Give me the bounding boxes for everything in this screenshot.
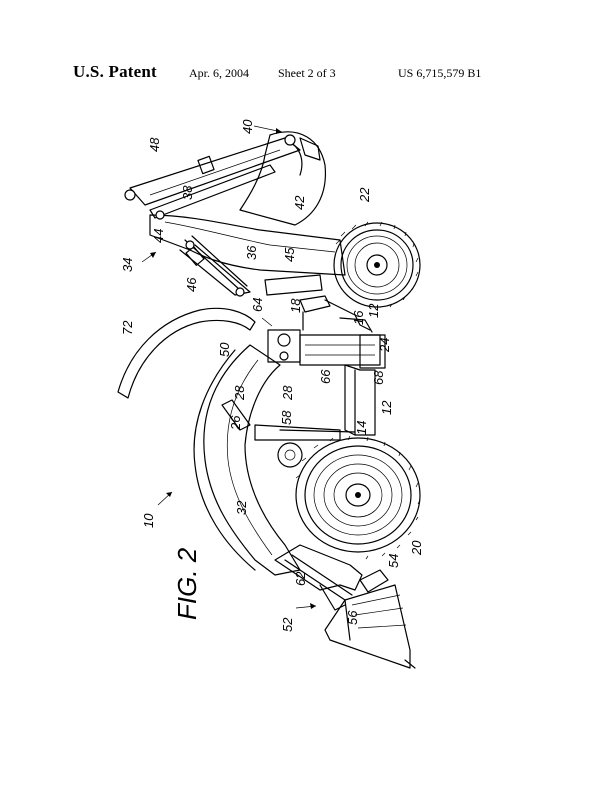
ref-68: 68	[371, 370, 386, 385]
figure-title: FIG. 2	[172, 547, 202, 620]
ref-14: 14	[354, 421, 369, 435]
ref-50: 50	[217, 342, 232, 357]
tire-upper	[334, 222, 420, 307]
ref-12b: 12	[379, 400, 394, 415]
ref-24: 24	[377, 338, 392, 353]
ref-12a: 12	[366, 303, 381, 318]
ref-64: 64	[250, 298, 265, 312]
ref-10: 10	[141, 513, 156, 528]
hose-72	[118, 308, 255, 398]
ref-18: 18	[288, 298, 303, 313]
ref-32: 32	[234, 500, 249, 515]
ref-40: 40	[240, 119, 255, 134]
ref-26: 26	[228, 415, 243, 431]
ref-38: 38	[180, 185, 195, 200]
ref-28b: 28	[232, 385, 247, 401]
ref-28a: 28	[280, 385, 295, 401]
ref-56: 56	[345, 610, 360, 625]
ref-16: 16	[351, 310, 366, 325]
ref-72: 72	[120, 320, 135, 335]
reference-numerals: 10 52 56 62 54 20 32 26 28 28 58 14 12 6…	[120, 119, 424, 632]
ref-58: 58	[279, 410, 294, 425]
ref-36: 36	[244, 245, 259, 260]
ref-22: 22	[357, 187, 372, 203]
ref-54: 54	[386, 554, 401, 568]
ref-34: 34	[120, 258, 135, 272]
ref-45: 45	[282, 247, 297, 262]
ref-62: 62	[293, 571, 308, 586]
ref-66: 66	[318, 369, 333, 384]
ref-20: 20	[409, 540, 424, 556]
ref-42: 42	[292, 195, 307, 210]
ref-52: 52	[280, 617, 295, 632]
ref-46: 46	[184, 277, 199, 292]
ref-48: 48	[147, 137, 162, 152]
ref-44: 44	[151, 229, 166, 243]
backhoe-assembly	[125, 132, 345, 296]
tire-lower	[296, 436, 420, 559]
